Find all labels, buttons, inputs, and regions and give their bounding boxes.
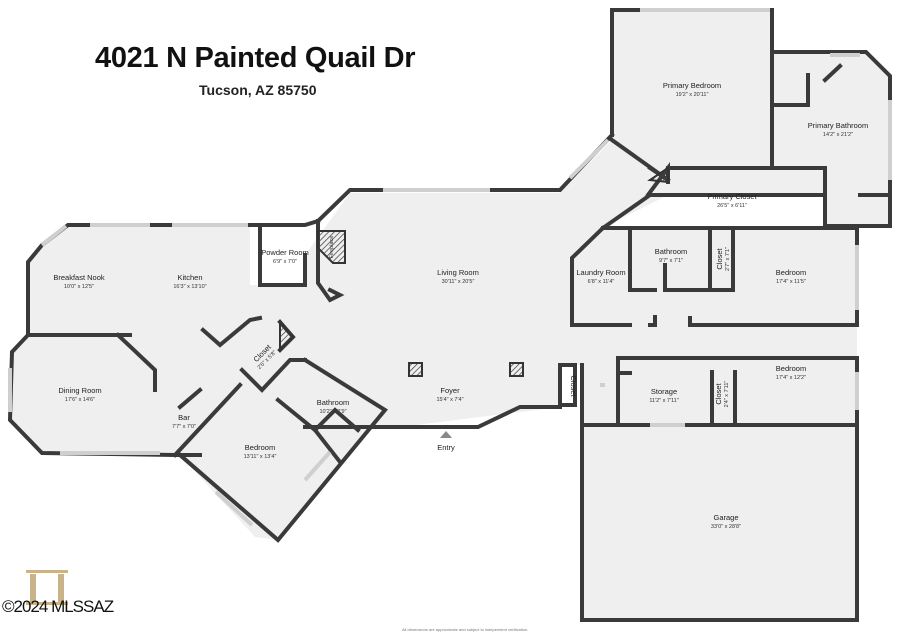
living-room-label: Living Room (437, 268, 479, 277)
breakfast-nook-dims: 10'0" x 12'5" (64, 284, 94, 290)
bedroom-right-top-dims: 17'4" x 11'5" (776, 279, 806, 285)
bathroom-left-dims: 10'2" x 7'9" (319, 409, 346, 415)
room-labels: Primary Bedroom 19'2" x 20'11" Primary B… (53, 81, 868, 530)
bathroom-mid-label: Bathroom (655, 247, 688, 256)
fireplace-label: Fireplace (329, 236, 335, 259)
dimensions-disclaimer: All dimensions are approximate and subje… (402, 627, 529, 632)
entry-arrow (440, 431, 452, 438)
bathroom-left-label: Bathroom (317, 398, 350, 407)
foyer-label: Foyer (440, 386, 460, 395)
closet-right-top-dims: 2'7" x 7'1" (725, 247, 731, 271)
primary-closet-label: Primary Closet (707, 192, 757, 201)
foyer-column-right (509, 362, 524, 377)
primary-bathroom-label: Primary Bathroom (808, 121, 868, 130)
dining-room-dims: 17'6" x 14'6" (65, 397, 95, 403)
closet-right-top-label: Closet (715, 247, 724, 269)
bathroom-mid-dims: 9'7" x 7'1" (659, 258, 683, 264)
entry-label: Entry (437, 443, 455, 452)
primary-closet-dims: 26'5" x 6'11" (717, 203, 747, 209)
bar-label: Bar (178, 413, 190, 422)
kitchen-label: Kitchen (177, 273, 202, 282)
copyright-watermark: ©2024 MLSSAZ (2, 597, 114, 616)
bedroom-right-bottom-label: Bedroom (776, 364, 806, 373)
hatch-closet-corner (279, 319, 295, 353)
bedroom-right-top-label: Bedroom (776, 268, 806, 277)
foyer-dims: 15'4" x 7'4" (436, 397, 463, 403)
dining-room-label: Dining Room (58, 386, 101, 395)
laundry-room-label: Laundry Room (576, 268, 625, 277)
kitchen-dims: 16'3" x 13'10" (173, 284, 206, 290)
foyer-column-left (408, 362, 423, 377)
primary-bedroom-label: Primary Bedroom (663, 81, 721, 90)
primary-bathroom-dims: 14'2" x 21'2" (823, 132, 853, 138)
primary-bedroom-dims: 19'2" x 20'11" (676, 92, 709, 98)
garage-dims: 33'0" x 28'8" (711, 524, 741, 530)
closet-foyer-label: Closet (569, 375, 578, 397)
breakfast-nook-label: Breakfast Nook (53, 273, 105, 282)
garage-label: Garage (713, 513, 738, 522)
hatched-features (279, 166, 669, 438)
bedroom-right-bottom-dims: 17'4" x 12'2" (776, 375, 806, 381)
powder-room-dims: 6'9" x 7'0" (273, 259, 297, 265)
fireplace-hearth (317, 230, 346, 264)
windows (8, 8, 892, 527)
powder-room-label: Powder Room (261, 248, 309, 257)
property-address-title: 4021 N Painted Quail Dr (95, 42, 416, 74)
bar-dims: 7'7" x 7'0" (172, 424, 196, 430)
bedroom-left-dims: 13'11" x 13'4" (244, 454, 277, 460)
floor-fill (10, 10, 890, 620)
closet-right-bottom-dims: 2'4" x 7'11" (724, 381, 730, 408)
laundry-room-dims: 6'8" x 11'4" (588, 279, 615, 285)
storage-label: Storage (651, 387, 677, 396)
closet-right-bottom-label: Closet (714, 382, 723, 404)
luxe-logo (26, 570, 68, 605)
hatch-primary-corner (647, 166, 669, 184)
bedroom-left-label: Bedroom (245, 443, 275, 452)
property-city-subtitle: Tucson, AZ 85750 (199, 82, 317, 98)
storage-dims: 11'2" x 7'11" (649, 398, 678, 404)
living-room-dims: 30'11" x 20'5" (442, 279, 475, 285)
